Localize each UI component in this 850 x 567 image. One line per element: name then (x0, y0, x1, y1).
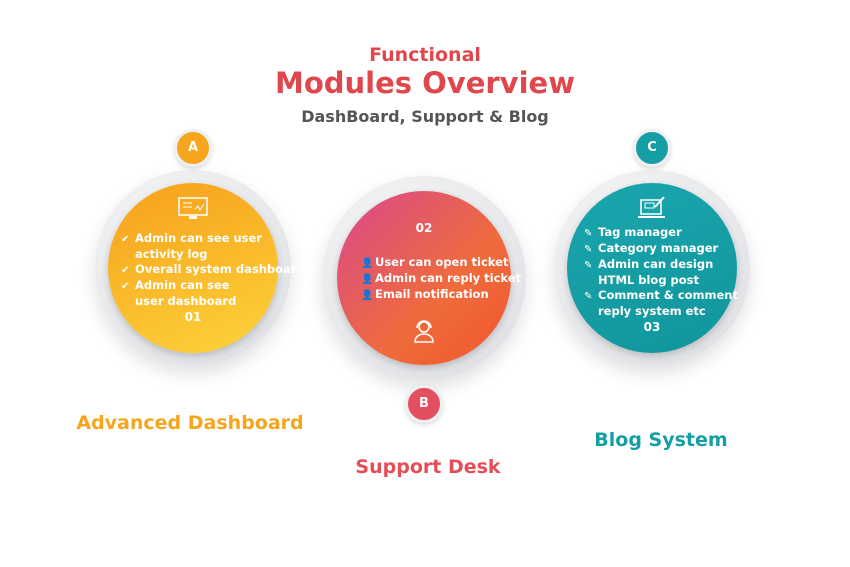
list-item: HTML blog post (598, 273, 700, 287)
pen-icon: ✎ (584, 260, 593, 271)
list-item: ✔Admin can see (121, 278, 230, 292)
pen-icon: ✎ (584, 291, 593, 302)
list-item: ✎Category manager (584, 241, 719, 255)
list-item: ✎Admin can design (584, 257, 714, 271)
list-item: ✔Overall system dashboard (121, 262, 305, 276)
list-item: ✎Tag manager (584, 225, 682, 239)
monitor-dashboard-icon (178, 197, 208, 219)
pen-icon: ✎ (584, 244, 593, 255)
module-title: Support Desk (355, 456, 501, 478)
module-a-disc: ✔Admin can see user activity log ✔Overal… (108, 183, 305, 353)
module-number: 01 (184, 310, 202, 324)
list-item: 👤Admin can reply ticket (361, 271, 522, 285)
list-item: 👤Email notification (361, 287, 489, 301)
check-circle-icon: ✔ (121, 265, 130, 276)
user-icon: 👤 (361, 274, 374, 285)
list-item: user dashboard (135, 294, 237, 308)
check-circle-icon: ✔ (121, 234, 130, 245)
pen-icon: ✎ (584, 228, 593, 239)
module-number: 02 (415, 221, 433, 235)
module-title: Advanced Dashboard (76, 412, 304, 434)
list-item: ✎Comment & comment (584, 288, 738, 302)
check-circle-icon: ✔ (121, 281, 130, 292)
badge-c: C (633, 129, 671, 167)
user-icon: 👤 (361, 290, 374, 301)
badge-b: B (405, 385, 443, 423)
subtitle: DashBoard, Support & Blog (301, 107, 549, 126)
support-agent-icon (414, 320, 434, 343)
list-item: 👤User can open ticket (361, 255, 509, 269)
laptop-blog-icon (638, 196, 665, 218)
user-icon: 👤 (361, 258, 374, 269)
list-item: activity log (135, 247, 208, 261)
module-number: 03 (643, 320, 661, 334)
header-line1: Functional (369, 44, 481, 66)
module-b-disc: 02 👤User can open ticket 👤Admin can repl… (337, 191, 521, 365)
badge-a: A (174, 129, 212, 167)
module-title: Blog System (594, 429, 728, 451)
page-title: Modules Overview (275, 66, 575, 100)
list-item: reply system etc (598, 304, 706, 318)
module-c-disc: ✎Tag manager ✎Category manager ✎Admin ca… (567, 183, 738, 353)
list-item: ✔Admin can see user (121, 231, 262, 245)
